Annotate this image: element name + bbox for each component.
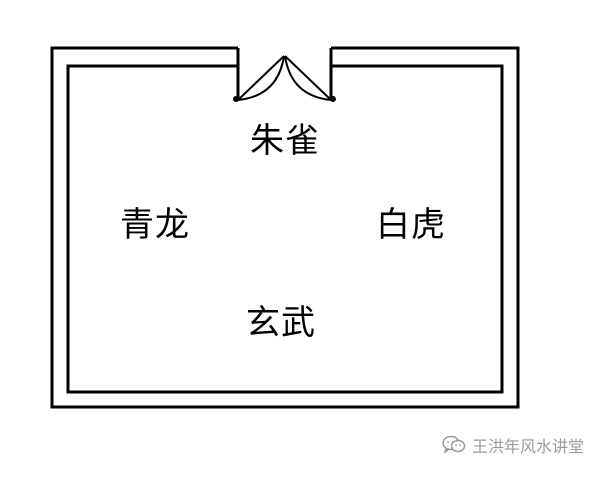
inner-wall — [66, 64, 504, 394]
label-top: 朱雀 — [250, 121, 320, 161]
outer-wall — [50, 46, 520, 409]
watermark: 王洪年风水讲堂 — [442, 433, 584, 457]
door-arc-right — [284, 55, 332, 101]
door-leaf-left — [237, 55, 285, 101]
wechat-icon — [442, 435, 466, 455]
door-leaf-right — [284, 55, 332, 101]
door-arc-left — [237, 55, 285, 101]
room-walls — [50, 46, 520, 409]
door-hinge-right — [330, 96, 336, 102]
label-left: 青龙 — [120, 205, 190, 245]
door-hinge-left — [233, 96, 239, 102]
watermark-text: 王洪年风水讲堂 — [471, 437, 584, 456]
label-right: 白虎 — [376, 205, 446, 245]
door-swing — [237, 55, 332, 101]
label-bottom: 玄武 — [246, 303, 316, 343]
